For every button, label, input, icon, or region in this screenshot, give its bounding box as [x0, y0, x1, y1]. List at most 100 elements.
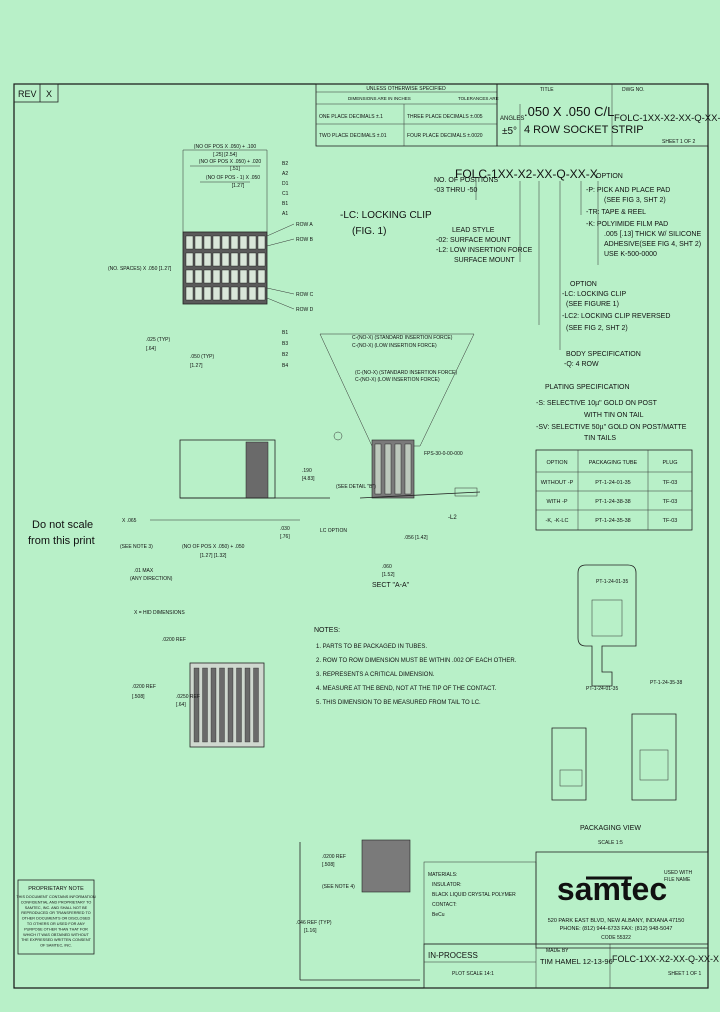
top-dim1: (NO OF POS X .050) + .100 — [194, 144, 257, 150]
do-not-scale-1: Do not scale — [32, 519, 93, 531]
pkg-table-header: PACKAGING TUBE — [589, 460, 638, 466]
row-a-label: ROW A — [296, 222, 313, 228]
max-label: .01 MAX — [134, 568, 154, 574]
insertion-2: C-(NO-X) (LOW INSERTION FORCE) — [352, 343, 437, 349]
proprietary-line: OTHER DOCUMENTS OR DISCLOSED — [22, 917, 91, 921]
left-dim3: .050 (TYP) — [190, 354, 215, 360]
dim-056: .056 [1.42] — [404, 535, 428, 541]
option-p: -P: PICK AND PLACE PAD — [586, 187, 670, 194]
section-label: SECT "A-A" — [372, 582, 410, 589]
contact — [394, 443, 402, 495]
socket-hole — [239, 235, 248, 250]
proprietary-line: CONFIDENTIAL AND PROPRIETARY TO — [21, 900, 92, 904]
option-p2: (SEE FIG 3, SHT 2) — [604, 197, 666, 204]
contact — [404, 443, 412, 495]
row-b-label: ROW B — [296, 237, 314, 243]
positions-title: NO. OF POSITIONS — [434, 177, 499, 184]
pin-column — [193, 667, 200, 743]
dim-0250b: [.64] — [176, 702, 186, 708]
pin-column — [202, 667, 208, 743]
proprietary-line: SAMTEC, INC. AND SHALL NOT BE — [25, 906, 88, 910]
proprietary-line: PURPOSE OTHER THAN THAT FOR — [24, 927, 88, 931]
lead-style-1: -02: SURFACE MOUNT — [436, 237, 511, 244]
company-address: 520 PARK EAST BLVD, NEW ALBANY, INDIANA … — [548, 918, 685, 924]
see-detail-b: (SEE DETAIL "B") — [336, 484, 376, 490]
in-process: IN-PROCESS — [428, 951, 478, 960]
bottom-title-strip: IN-PROCESS PLOT SCALE 14:1 MADE BY TIM H… — [423, 943, 719, 989]
socket-hole — [185, 269, 194, 284]
dim-030: .030 — [280, 526, 290, 532]
l2-label: -L2 — [448, 515, 457, 521]
pin-column — [210, 667, 217, 743]
pkg-table-cell: -K, -K-LC — [546, 518, 569, 524]
made-by-label: MADE BY — [546, 948, 569, 954]
lead-style-title: LEAD STYLE — [452, 227, 495, 234]
pkg-table-header: OPTION — [546, 460, 567, 466]
socket-hole — [257, 269, 266, 284]
made-by: TIM HAMEL 12-13-96 — [540, 957, 613, 966]
dim-190b: [4.83] — [302, 476, 315, 482]
dim-0200b-ref2: [.508] — [322, 862, 335, 868]
hidden-dims: X = HID DIMENSIONS — [134, 610, 185, 616]
proprietary-line: THIS DOCUMENT CONTAINS INFORMATION — [16, 895, 96, 899]
dim-046b: [1.16] — [304, 928, 317, 934]
top-dim2b: [.51] — [230, 166, 240, 172]
tube-1: PT-1-24-01-35 — [596, 579, 628, 585]
note-item: 2. ROW TO ROW DIMENSION MUST BE WITHIN .… — [316, 658, 517, 664]
rev-box — [13, 83, 59, 103]
tail-part: FPS-30-0-00-000 — [424, 451, 463, 457]
proprietary-line: TO OTHERS OR USED FOR ANY — [27, 922, 86, 926]
dim-0200: .0200 REF — [162, 637, 186, 643]
top-dim3b: [1.27] — [232, 183, 245, 189]
option-k3: ADHESIVE(SEE FIG 4, SHT 2) — [604, 241, 701, 248]
dim-0250: .0250 REF — [176, 694, 200, 700]
lc-option: LC OPTION — [320, 528, 347, 534]
dim-060: .060 — [382, 564, 392, 570]
pin-column — [219, 667, 225, 743]
tube-2: PT-1-24-35-38 — [650, 680, 682, 686]
plating-title: PLATING SPECIFICATION — [545, 384, 630, 391]
dim-0200-ref2: .0200 REF — [322, 854, 346, 860]
socket-hole — [203, 252, 212, 267]
option-lcr: -LC2: LOCKING CLIP REVERSED — [562, 313, 670, 320]
title-line2: 4 ROW SOCKET STRIP — [524, 124, 644, 136]
x-dim: X .065 — [122, 518, 137, 524]
company-code: CODE 55322 — [601, 935, 631, 941]
packaging-views: PT-1-24-01-35 PT-1-24-01-35 PT-1-24-35-3… — [551, 564, 682, 846]
lc-label: -LC: LOCKING CLIP — [340, 210, 432, 221]
option-title-2: OPTION — [570, 281, 597, 288]
bottom-view: X = HID DIMENSIONS .0200 REF .0200 REF [… — [132, 610, 265, 748]
pin-column — [227, 667, 234, 743]
tolerances-label: TOLERANCES ARE — [458, 96, 499, 101]
pkg-table-cell: TF-03 — [663, 480, 678, 486]
dim-030b: [.76] — [280, 534, 290, 540]
plot-scale: PLOT SCALE 14:1 — [452, 971, 494, 977]
pin-column — [253, 667, 259, 743]
plating-s2: WITH TIN ON TAIL — [584, 412, 644, 419]
contact — [374, 443, 382, 495]
four-place: FOUR PLACE DECIMALS ±.0020 — [407, 133, 483, 139]
insertion-1: C-(NO-X) (STANDARD INSERTION FORCE) — [352, 335, 453, 341]
two-place: TWO PLACE DECIMALS ±.01 — [319, 133, 387, 139]
section-view: C-(NO-X) (STANDARD INSERTION FORCE) C-(N… — [319, 333, 481, 589]
pin-label: B1 — [282, 201, 288, 207]
part-code: FOLC-1XX-X2-XX-Q-XX-X — [455, 167, 598, 181]
pin-label: B2 — [282, 161, 288, 167]
max-label2: (ANY DIRECTION) — [130, 576, 173, 582]
option-k2: .005 [.13] THICK W/ SILICONE — [604, 231, 701, 238]
pkg-table-cell: TF-03 — [663, 518, 678, 524]
socket-hole — [230, 252, 239, 267]
contact-label: CONTACT: — [432, 902, 457, 908]
socket-hole — [230, 235, 239, 250]
row-c-label: ROW C — [296, 292, 314, 298]
title-block — [496, 83, 709, 147]
tube-3: PT-1-24-01-35 — [586, 686, 618, 692]
angles-value: ±5° — [502, 126, 517, 137]
part-number-breakdown: FOLC-1XX-X2-XX-Q-XX-X NO. OF POSITIONS -… — [434, 167, 701, 442]
detail-view: .0200 REF [.508] (SEE NOTE 4) .046 REF (… — [296, 839, 420, 981]
notes-title: NOTES: — [314, 627, 340, 634]
option-k: -K: POLYIMIDE FILM PAD — [586, 221, 668, 228]
plating-sv2: TIN TAILS — [584, 435, 616, 442]
side-view: .190 [4.83] X .065 (SEE NOTE 3) (NO OF P… — [120, 439, 330, 582]
